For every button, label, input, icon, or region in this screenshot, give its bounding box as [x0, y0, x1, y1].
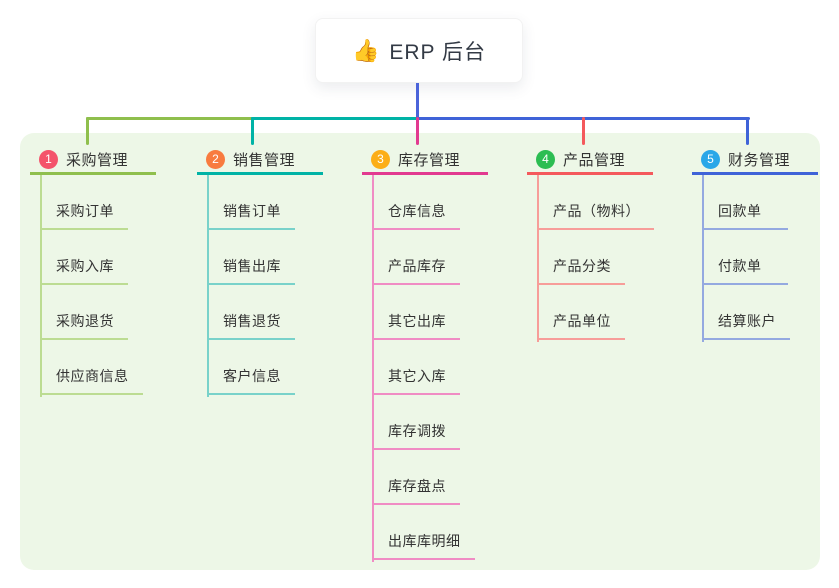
branch-3: 3 库存管理仓库信息产品库存其它出库其它入库库存调拨库存盘点出库库明细	[362, 146, 488, 562]
child-node-label: 产品单位	[553, 313, 611, 329]
branch-children: 销售订单销售出库销售退货客户信息	[207, 175, 323, 397]
connector-horizontal-segment	[86, 117, 255, 120]
branch-number-badge: 3	[371, 149, 390, 169]
children-connector-line	[372, 175, 374, 562]
branch-children: 回款单付款单结算账户	[702, 175, 818, 342]
child-node[interactable]: 库存调拨	[372, 395, 460, 450]
child-node-label: 采购订单	[56, 203, 114, 219]
root-label: ERP 后台	[389, 40, 487, 64]
child-node[interactable]: 产品（物料）	[537, 175, 654, 230]
child-node-label: 其它出库	[388, 313, 446, 329]
child-node-label: 销售订单	[223, 203, 281, 219]
child-node[interactable]: 采购退货	[40, 285, 128, 340]
branch-number-badge: 2	[206, 149, 225, 169]
children-connector-line	[702, 175, 704, 342]
connector-drop-line	[746, 117, 749, 145]
branch-title-4[interactable]: 4 产品管理	[527, 146, 653, 175]
child-node[interactable]: 出库库明细	[372, 505, 475, 560]
child-node-label: 采购入库	[56, 258, 114, 274]
child-node-label: 销售退货	[223, 313, 281, 329]
child-node[interactable]: 客户信息	[207, 340, 295, 395]
child-node[interactable]: 付款单	[702, 230, 788, 285]
child-node-label: 产品库存	[388, 258, 446, 274]
child-node-label: 采购退货	[56, 313, 114, 329]
child-node[interactable]: 结算账户	[702, 285, 790, 340]
child-node-label: 客户信息	[223, 368, 281, 384]
thumbs-up-icon: 👍	[351, 37, 380, 63]
child-node-label: 库存调拨	[388, 423, 446, 439]
child-node[interactable]: 采购入库	[40, 230, 128, 285]
child-node[interactable]: 销售订单	[207, 175, 295, 230]
connector-drop-line	[86, 117, 89, 145]
branch-2: 2 销售管理销售订单销售出库销售退货客户信息	[197, 146, 323, 397]
child-node-label: 结算账户	[718, 313, 776, 329]
branch-title-2[interactable]: 2 销售管理	[197, 146, 323, 175]
child-node-label: 其它入库	[388, 368, 446, 384]
branch-label: 财务管理	[728, 151, 791, 169]
child-node-label: 产品（物料）	[553, 203, 640, 219]
connector-drop-line	[251, 117, 254, 145]
child-node-label: 产品分类	[553, 258, 611, 274]
child-node[interactable]: 其它入库	[372, 340, 460, 395]
child-node-label: 出库库明细	[388, 533, 461, 549]
children-connector-line	[207, 175, 209, 397]
child-node[interactable]: 产品库存	[372, 230, 460, 285]
child-node[interactable]: 产品分类	[537, 230, 625, 285]
child-node[interactable]: 其它出库	[372, 285, 460, 340]
branch-5: 5 财务管理回款单付款单结算账户	[692, 146, 818, 342]
branch-number-badge: 4	[536, 149, 555, 169]
branch-number-badge: 5	[701, 149, 720, 169]
child-node-label: 供应商信息	[56, 368, 129, 384]
child-node-label: 仓库信息	[388, 203, 446, 219]
root-node[interactable]: 👍 ERP 后台	[315, 18, 523, 83]
branch-1: 1 采购管理采购订单采购入库采购退货供应商信息	[30, 146, 156, 397]
child-node[interactable]: 回款单	[702, 175, 788, 230]
connector-drop-line	[416, 117, 419, 145]
connector-drop-line	[582, 117, 585, 145]
child-node[interactable]: 供应商信息	[40, 340, 143, 395]
children-connector-line	[537, 175, 539, 342]
child-node[interactable]: 销售退货	[207, 285, 295, 340]
branch-label: 销售管理	[233, 151, 296, 169]
child-node[interactable]: 仓库信息	[372, 175, 460, 230]
child-node-label: 回款单	[718, 203, 762, 219]
branch-number-badge: 1	[39, 149, 58, 169]
connector-horizontal-segment	[251, 117, 420, 120]
root-connector-line	[416, 83, 419, 120]
child-node-label: 库存盘点	[388, 478, 446, 494]
child-node[interactable]: 销售出库	[207, 230, 295, 285]
branch-children: 仓库信息产品库存其它出库其它入库库存调拨库存盘点出库库明细	[372, 175, 488, 562]
child-node[interactable]: 库存盘点	[372, 450, 460, 505]
children-connector-line	[40, 175, 42, 397]
child-node[interactable]: 产品单位	[537, 285, 625, 340]
child-node-label: 付款单	[718, 258, 762, 274]
child-node-label: 销售出库	[223, 258, 281, 274]
branch-children: 产品（物料） 产品分类产品单位	[537, 175, 654, 342]
branch-4: 4 产品管理产品（物料） 产品分类产品单位	[527, 146, 654, 342]
branch-title-1[interactable]: 1 采购管理	[30, 146, 156, 175]
background-panel	[20, 133, 820, 570]
branch-children: 采购订单采购入库采购退货供应商信息	[40, 175, 156, 397]
branch-label: 库存管理	[398, 151, 461, 169]
branch-title-3[interactable]: 3 库存管理	[362, 146, 488, 175]
branch-label: 采购管理	[66, 151, 129, 169]
branch-title-5[interactable]: 5 财务管理	[692, 146, 818, 175]
branch-label: 产品管理	[563, 151, 626, 169]
child-node[interactable]: 采购订单	[40, 175, 128, 230]
